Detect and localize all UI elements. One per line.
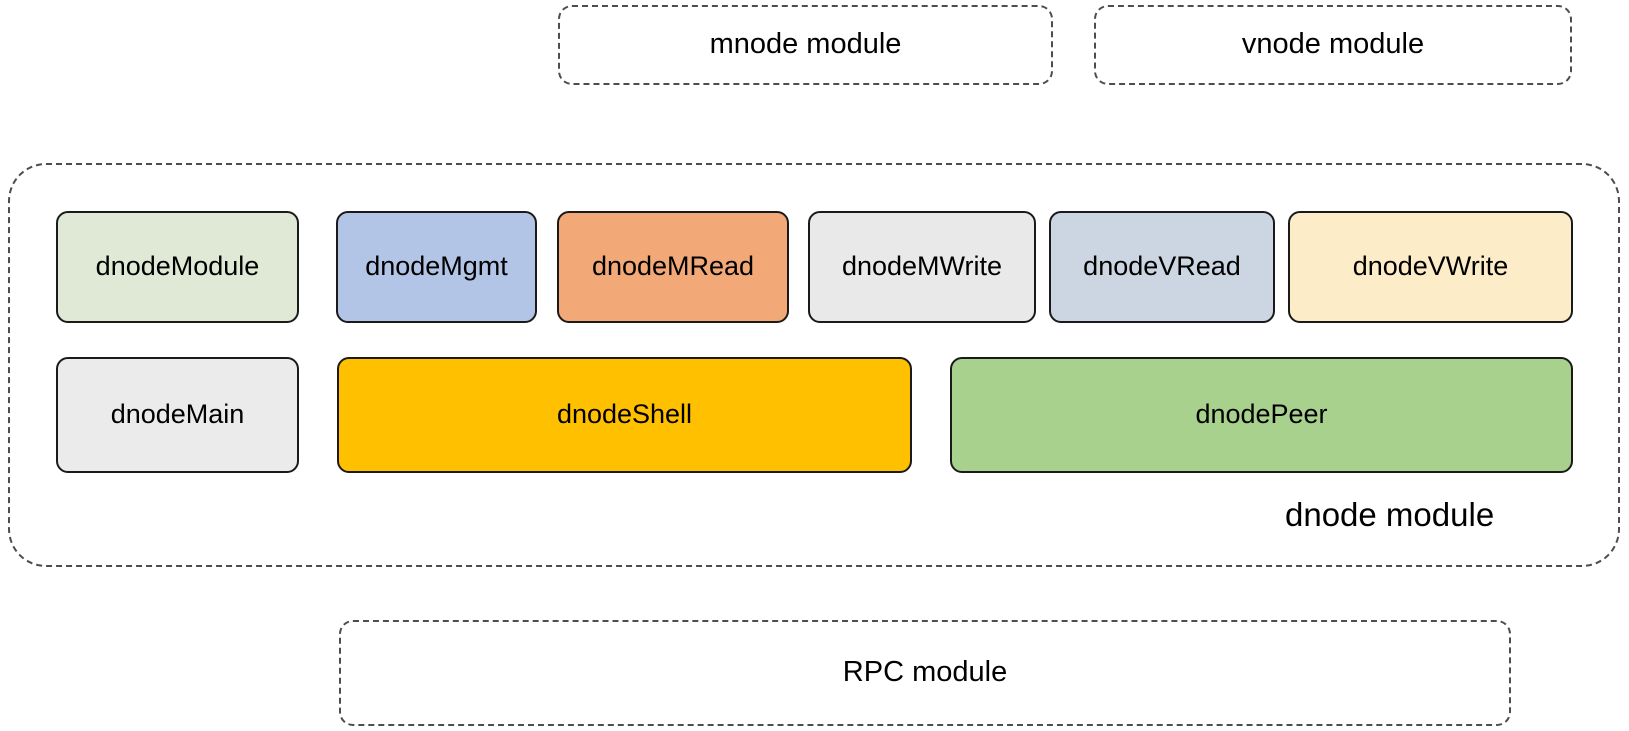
mnode-module-box[interactable]: mnode module (558, 5, 1053, 85)
dnode-vwrite-label: dnodeVWrite (1352, 251, 1509, 282)
dnode-peer-box[interactable]: dnodePeer (950, 357, 1573, 473)
dnode-vwrite-box[interactable]: dnodeVWrite (1288, 211, 1573, 323)
mnode-module-label: mnode module (709, 28, 902, 61)
dnode-vread-box[interactable]: dnodeVRead (1049, 211, 1275, 323)
dnode-peer-label: dnodePeer (1195, 399, 1328, 430)
dnode-module-label: dnode module (1285, 496, 1495, 533)
dnode-mwrite-label: dnodeMWrite (841, 251, 1003, 282)
dnode-module-box-label: dnodeModule (95, 251, 260, 282)
dnode-shell-box[interactable]: dnodeShell (337, 357, 912, 473)
dnode-main-label: dnodeMain (110, 399, 245, 430)
dnode-mread-box[interactable]: dnodeMRead (557, 211, 789, 323)
dnode-main-box[interactable]: dnodeMain (56, 357, 299, 473)
rpc-module-label: RPC module (842, 656, 1008, 689)
dnode-mgmt-label: dnodeMgmt (365, 251, 508, 282)
dnode-mread-label: dnodeMRead (591, 251, 755, 282)
dnode-shell-label: dnodeShell (556, 399, 693, 430)
dnode-module-box[interactable]: dnodeModule (56, 211, 299, 323)
vnode-module-box[interactable]: vnode module (1094, 5, 1572, 85)
rpc-module-box[interactable]: RPC module (339, 620, 1511, 726)
vnode-module-label: vnode module (1241, 28, 1425, 61)
dnode-mgmt-box[interactable]: dnodeMgmt (336, 211, 537, 323)
dnode-mwrite-box[interactable]: dnodeMWrite (808, 211, 1036, 323)
dnode-vread-label: dnodeVRead (1083, 251, 1241, 282)
